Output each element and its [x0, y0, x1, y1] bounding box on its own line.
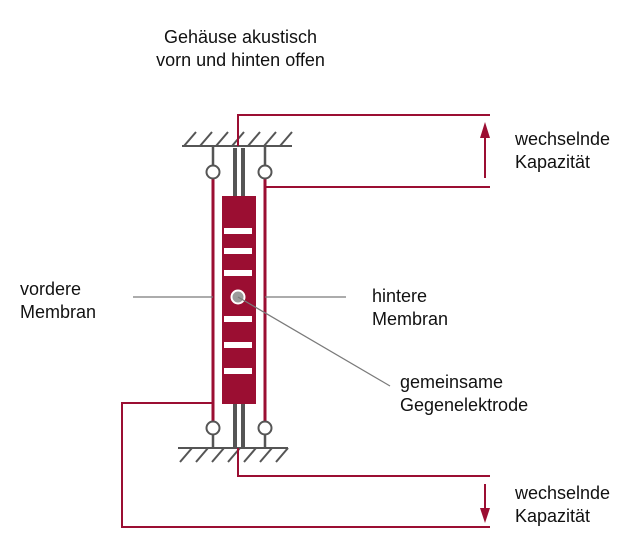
counter-electrode-label-line-1: gemeinsame: [400, 372, 504, 392]
hinge-circles: [205, 164, 273, 436]
arrow-down-icon: [480, 484, 490, 523]
back-membrane-label-line-2: Membran: [372, 309, 449, 329]
housing-label-line-1: Gehäuse akustisch: [163, 27, 318, 47]
arrow-up-icon: [480, 122, 490, 178]
counter-electrode-label-line-2: Gegenelektrode: [400, 395, 529, 415]
top-capacity-label-line-2: Kapazität: [515, 152, 591, 172]
housing-label: Gehäuse akustisch vorn und hinten offen: [108, 26, 373, 72]
bottom-housing-mount: [178, 447, 289, 463]
front-membrane-label-line-1: vordere: [20, 279, 82, 299]
top-capacity-label-line-1: wechselnde: [515, 129, 611, 149]
membrane-leaders: [133, 296, 391, 387]
top-capacitance-circuit: [237, 114, 490, 188]
counter-electrode: [222, 196, 256, 404]
counter-electrode-label: gemeinsame Gegenelektrode: [400, 371, 528, 417]
bottom-capacitance-circuit: [121, 402, 490, 528]
top-capacity-label: wechselnde Kapazität: [515, 128, 610, 174]
back-membrane-label: hintere Membran: [372, 285, 448, 331]
back-membrane-label-line-1: hintere: [372, 286, 428, 306]
membrane-supports: [211, 146, 267, 448]
front-membrane-label: vordere Membran: [20, 278, 96, 324]
bottom-capacity-label: wechselnde Kapazität: [515, 482, 610, 528]
front-membrane-label-line-2: Membran: [20, 302, 97, 322]
housing-label-line-2: vorn und hinten offen: [156, 50, 325, 70]
bottom-capacity-label-line-2: Kapazität: [515, 506, 591, 526]
bottom-capacity-label-line-1: wechselnde: [515, 483, 611, 503]
